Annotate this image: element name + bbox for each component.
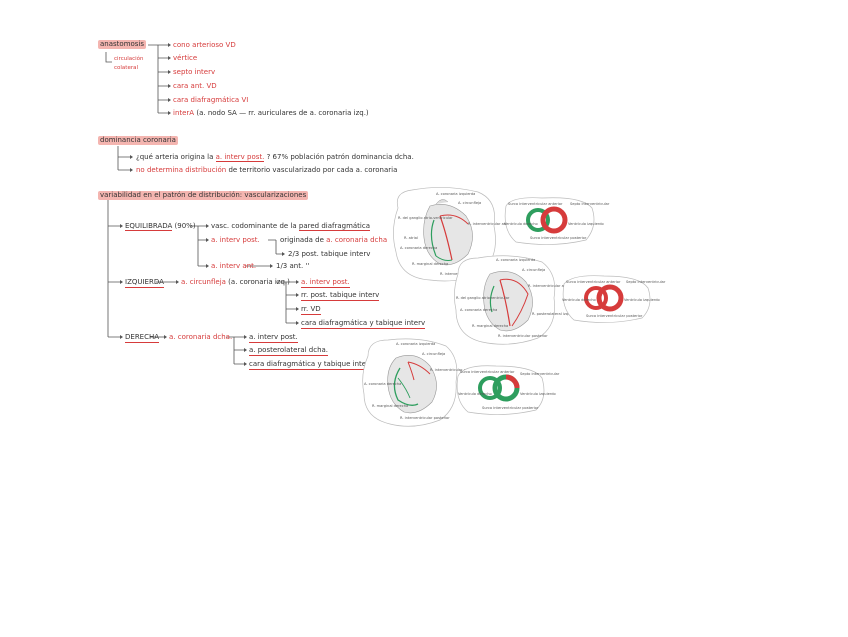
fig2-label-4: A. coronaria derecha [460, 308, 498, 312]
ring3-label-1: Septo interventricular [520, 372, 560, 376]
ring1-label-3: Ventrículo izquierdo [568, 222, 604, 226]
ring3-label-3: Ventrículo izquierdo [520, 392, 556, 396]
ring-figure-2: Surco interventricular anterior Septo in… [560, 274, 665, 324]
fig2-label-6: R. marginal derecha [472, 324, 509, 328]
derecha-label: DERECHA [125, 333, 160, 343]
ring1-label-4: Surco interventricular posterior [530, 236, 587, 240]
dominancia-d-a: no determina distribución [136, 166, 227, 174]
fig3-label-5: R. interventricular posterior [400, 416, 450, 420]
dominancia-note: no determina distribución de territorio … [136, 166, 397, 175]
anastomosis-item-0: cono arterioso VD [173, 41, 236, 49]
anastomosis-sub: circulación colateral [114, 56, 144, 71]
equil-3-text: a. interv ant. [211, 262, 257, 270]
izq-item-3: cara diafragmática y tabique interv [301, 319, 426, 329]
equil-2b-text: a. coronaria dcha [326, 236, 388, 244]
equil-2-origin: originada de a. coronaria dcha [280, 236, 387, 245]
fig3-label-4: R. marginal derecha [372, 404, 409, 408]
izq-item-2: rr. VD [301, 305, 321, 315]
dominancia-q-c: ? 67% población patrón dominancia dcha. [266, 153, 414, 161]
izq-item-0: a. interv post. [301, 278, 350, 288]
fig2-label-5: R. posterolateral izquierda [532, 312, 580, 316]
heart-figure-2-svg [454, 255, 556, 345]
ring1-label-1: Septo interventricular [570, 202, 610, 206]
ring-figure-1: Surco interventricular anterior Septo in… [502, 196, 609, 246]
izquierda-label: IZQUIERDA [125, 278, 164, 288]
equilibrada-row: EQUILIBRADA (90%) [125, 222, 196, 231]
heart-figure-1-svg [393, 187, 496, 282]
fig1-label-5: R. atrial [404, 236, 418, 240]
equilibrada-item-1: vasc. codominante de la pared diafragmát… [211, 222, 371, 231]
fig3-label-3: A. coronaria derecha [364, 382, 402, 386]
fig1-label-6: R. marginal derecha [412, 262, 449, 266]
equil-2c-text: 2/3 post. tabique interv [288, 250, 371, 258]
anastomosis-item-2: septo interv [173, 68, 216, 76]
fig1-label-2: R. del ganglio atrio-ventricular [398, 216, 453, 220]
izq-item-1: rr. post. tabique interv [301, 291, 380, 301]
fig3-label-2: R. interventricular anterior [430, 368, 478, 372]
ring3-label-0: Surco interventricular anterior [460, 370, 515, 374]
heart-figure-2: A. coronaria izquierda A. circunfleja R.… [452, 254, 579, 346]
dominancia-q-b: a. interv post. [215, 153, 265, 162]
ring1-label-2: Ventrículo derecho [504, 222, 538, 226]
equilibrada-label: EQUILIBRADA [125, 222, 173, 231]
ring2-label-2: Ventrículo derecho [562, 298, 596, 302]
equil-1b-text: pared diafragmática [298, 222, 371, 231]
ring2-label-0: Surco interventricular anterior [566, 280, 621, 284]
derecha-artery: a. coronaria dcha. [169, 333, 233, 341]
ring-figure-1-svg [504, 197, 595, 245]
ring2-label-4: Surco interventricular posterior [586, 314, 643, 318]
dominancia-q-a: ¿qué arteria origina la [136, 153, 214, 161]
fig2-label-7: R. interventricular posterior [498, 334, 548, 338]
equilibrada-pct: (90%) [174, 222, 196, 230]
dominancia-d-b: de territorio vascularizado por cada a. … [228, 166, 398, 174]
equil-1-text: vasc. codominante de la [211, 222, 297, 230]
dominancia-title: dominancia coronaria [98, 136, 178, 145]
anastomosis-last-rest: (a. nodo SA — rr. auriculares de a. coro… [196, 109, 369, 117]
anastomosis-title: anastomosis [98, 40, 147, 49]
ring-figure-2-svg [562, 275, 651, 323]
fig1-label-1: A. circunfleja [458, 201, 482, 205]
anastomosis-item-1: vértice [173, 54, 198, 62]
equil-2a-text: originada de [280, 236, 324, 244]
der-item-2: cara diafragmática y tabique interv [249, 360, 374, 370]
ring3-label-2: Ventrículo derecho [458, 392, 492, 396]
variabilidad-title: variabilidad en el patrón de distribució… [98, 191, 309, 200]
equil-3b-text: 1/3 ant. '' [276, 262, 310, 270]
ring-figure-3: Surco interventricular anterior Septo in… [454, 364, 559, 416]
ring2-label-3: Ventrículo izquierdo [624, 298, 660, 302]
izquierda-artery: a. circunfleja (a. coronaria izq.) [181, 278, 290, 287]
ring1-label-0: Surco interventricular anterior [508, 202, 563, 206]
izq-a-text: a. circunfleja [181, 278, 226, 286]
ring2-label-1: Septo interventricular [626, 280, 666, 284]
fig3-label-0: A. coronaria izquierda [396, 342, 436, 346]
equil-2-text: a. interv post. [211, 236, 260, 244]
anastomosis-item-3: cara ant. VD [173, 82, 217, 90]
heart-figure-3: A. coronaria izquierda A. circunfleja R.… [360, 338, 478, 428]
fig2-label-3: R. del ganglio atrioventricular [456, 296, 510, 300]
ring-figure-3-svg [456, 365, 545, 415]
fig2-label-2: R. interventricular anterior [528, 284, 576, 288]
heart-figure-1: A. coronaria izquierda A. circunfleja R.… [390, 186, 516, 284]
anastomosis-item-last: interA (a. nodo SA — rr. auriculares de … [173, 109, 369, 118]
heart-figure-3-svg [362, 338, 458, 427]
fig3-label-1: A. circunfleja [422, 352, 446, 356]
fig1-label-3: R. interventricular anterior [468, 222, 516, 226]
fig1-label-0: A. coronaria izquierda [436, 192, 476, 196]
anastomosis-item-4: cara diafragmática VI [173, 96, 249, 104]
fig2-label-0: A. coronaria izquierda [496, 258, 536, 262]
anastomosis-last-red: interA [173, 109, 195, 117]
dominancia-question: ¿qué arteria origina la a. interv post. … [136, 153, 414, 162]
ring3-label-4: Surco interventricular posterior [482, 406, 539, 410]
izq-b-text: (a. coronaria izq.) [228, 278, 290, 286]
der-item-1: a. posterolateral dcha. [249, 346, 329, 356]
fig2-label-1: A. circunfleja [522, 268, 546, 272]
der-item-0: a. interv post. [249, 333, 298, 343]
fig1-label-4: A. coronaria derecha [400, 246, 438, 250]
